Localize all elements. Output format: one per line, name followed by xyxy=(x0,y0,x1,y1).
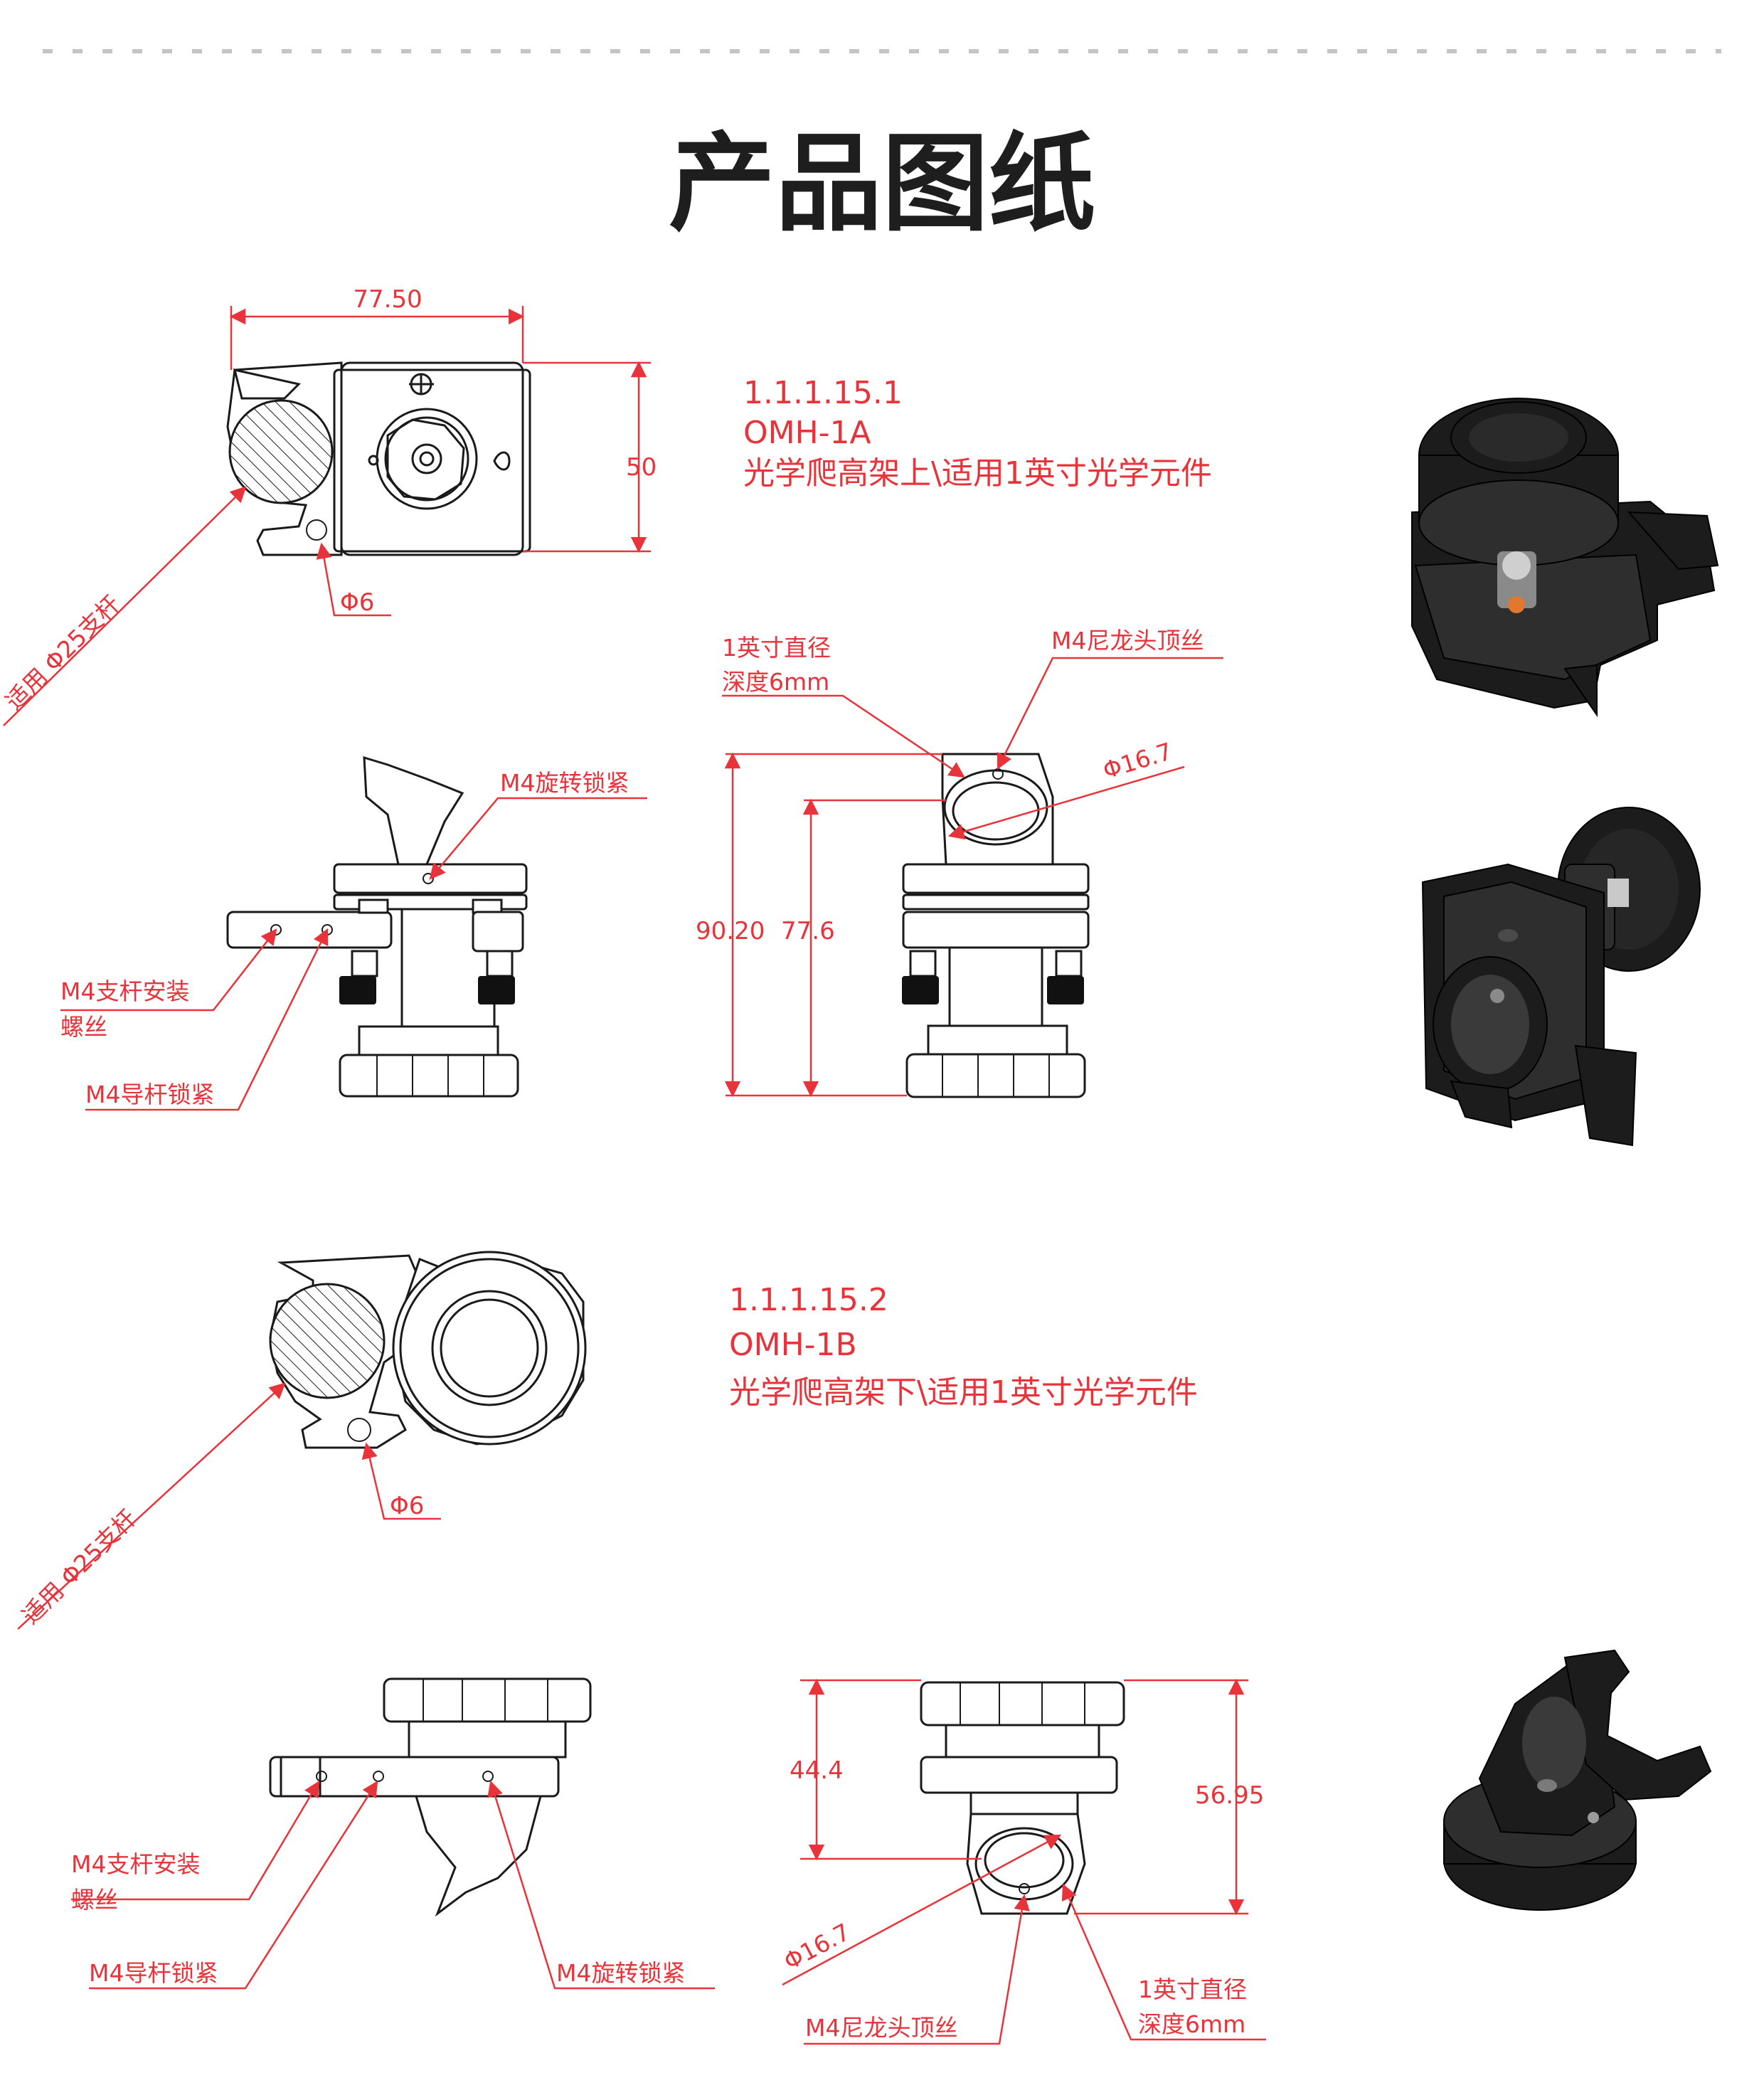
svg-text:M4导杆锁紧: M4导杆锁紧 xyxy=(85,1081,214,1108)
svg-text:1英寸直径: 1英寸直径 xyxy=(1138,1975,1247,2003)
hole-callout-phi6-1: Φ6 xyxy=(316,542,391,617)
product-1-side-view-right xyxy=(902,753,1090,1098)
p2-nylon-screw-callout: M4尼龙头顶丝 xyxy=(804,1894,1030,2045)
p1-height-dims: 90.20 77.6 xyxy=(696,752,946,1098)
dim-height-50: 50 xyxy=(523,361,657,553)
svg-text:M4旋转锁紧: M4旋转锁紧 xyxy=(556,1959,685,1987)
svg-text:Φ6: Φ6 xyxy=(340,588,374,617)
product-2-model: OMH-1B xyxy=(729,1327,857,1363)
svg-text:深度6mm: 深度6mm xyxy=(722,668,829,696)
product-2-description: 光学爬高架下\适用1英寸光学元件 xyxy=(729,1374,1198,1411)
svg-text:M4旋转锁紧: M4旋转锁紧 xyxy=(500,769,629,797)
p1-guide-lock-callout: M4导杆锁紧 xyxy=(85,928,329,1111)
p1-rod-screw-callout: M4支杆安装 螺丝 xyxy=(60,928,277,1041)
svg-text:77.50: 77.50 xyxy=(353,285,422,314)
svg-text:螺丝: 螺丝 xyxy=(60,1013,107,1041)
svg-text:适用 Φ25支杆: 适用 Φ25支杆 xyxy=(0,590,125,715)
product-1-side-view-left xyxy=(226,755,528,1098)
svg-text:螺丝: 螺丝 xyxy=(71,1886,118,1914)
product-1-code: 1.1.1.15.1 xyxy=(743,375,903,411)
svg-text:Φ16.7: Φ16.7 xyxy=(1100,737,1176,784)
svg-text:56.95: 56.95 xyxy=(1195,1781,1264,1810)
p1-bore-callout: 1英寸直径 深度6mm xyxy=(722,634,965,778)
p2-rod-screw-callout: M4支杆安装 螺丝 xyxy=(71,1781,320,1914)
rod-callout-1: 适用 Φ25支杆 xyxy=(0,486,247,726)
p2-bore-callout: 1英寸直径 深度6mm xyxy=(1061,1883,1266,2041)
svg-text:适用 Φ25支杆: 适用 Φ25支杆 xyxy=(16,1504,142,1629)
product-1-render-top xyxy=(1411,398,1719,718)
hole-callout-phi6-2: Φ6 xyxy=(361,1442,441,1520)
product-2-side-view-right xyxy=(920,1681,1125,1915)
product-1-top-view xyxy=(226,361,531,556)
svg-text:M4尼龙头顶丝: M4尼龙头顶丝 xyxy=(1051,627,1204,654)
product-1-model: OMH-1A xyxy=(743,415,871,451)
svg-text:50: 50 xyxy=(626,453,657,482)
p2-height-dims: 44.4 56.95 xyxy=(790,1678,1264,1916)
svg-text:44.4: 44.4 xyxy=(790,1756,844,1785)
svg-text:M4尼龙头顶丝: M4尼龙头顶丝 xyxy=(805,2014,957,2042)
product-1-description: 光学爬高架上\适用1英寸光学元件 xyxy=(743,455,1212,492)
svg-text:深度6mm: 深度6mm xyxy=(1138,2010,1245,2038)
svg-text:77.6: 77.6 xyxy=(781,917,835,945)
product-2-side-view-left xyxy=(269,1677,592,1917)
product-1-info: 1.1.1.15.1 OMH-1A 光学爬高架上\适用1英寸光学元件 xyxy=(743,375,1212,492)
product-2-render xyxy=(1443,1649,1712,1911)
p2-rotate-lock-callout: M4旋转锁紧 xyxy=(487,1780,715,1990)
p1-rotate-lock-callout: M4旋转锁紧 xyxy=(429,769,647,880)
product-2-top-view xyxy=(269,1251,587,1449)
p1-nylon-screw-callout: M4尼龙头顶丝 xyxy=(997,627,1223,770)
product-1-render-bottom xyxy=(1421,807,1701,1147)
svg-text:1英寸直径: 1英寸直径 xyxy=(722,634,831,662)
dim-width-77.50: 77.50 xyxy=(229,285,525,370)
product-2-code: 1.1.1.15.2 xyxy=(729,1282,888,1318)
svg-text:Φ6: Φ6 xyxy=(390,1492,424,1520)
rod-callout-2: 适用 Φ25支杆 xyxy=(16,1382,286,1630)
p2-guide-lock-callout: M4导杆锁紧 xyxy=(89,1781,378,1990)
svg-text:90.20: 90.20 xyxy=(696,917,765,945)
svg-text:M4导杆锁紧: M4导杆锁紧 xyxy=(89,1959,218,1987)
product-2-info: 1.1.1.15.2 OMH-1B 光学爬高架下\适用1英寸光学元件 xyxy=(729,1282,1198,1411)
svg-text:M4支杆安装: M4支杆安装 xyxy=(60,977,189,1005)
svg-text:M4支杆安装: M4支杆安装 xyxy=(71,1850,200,1878)
page-title: 产品图纸 xyxy=(669,122,1095,246)
